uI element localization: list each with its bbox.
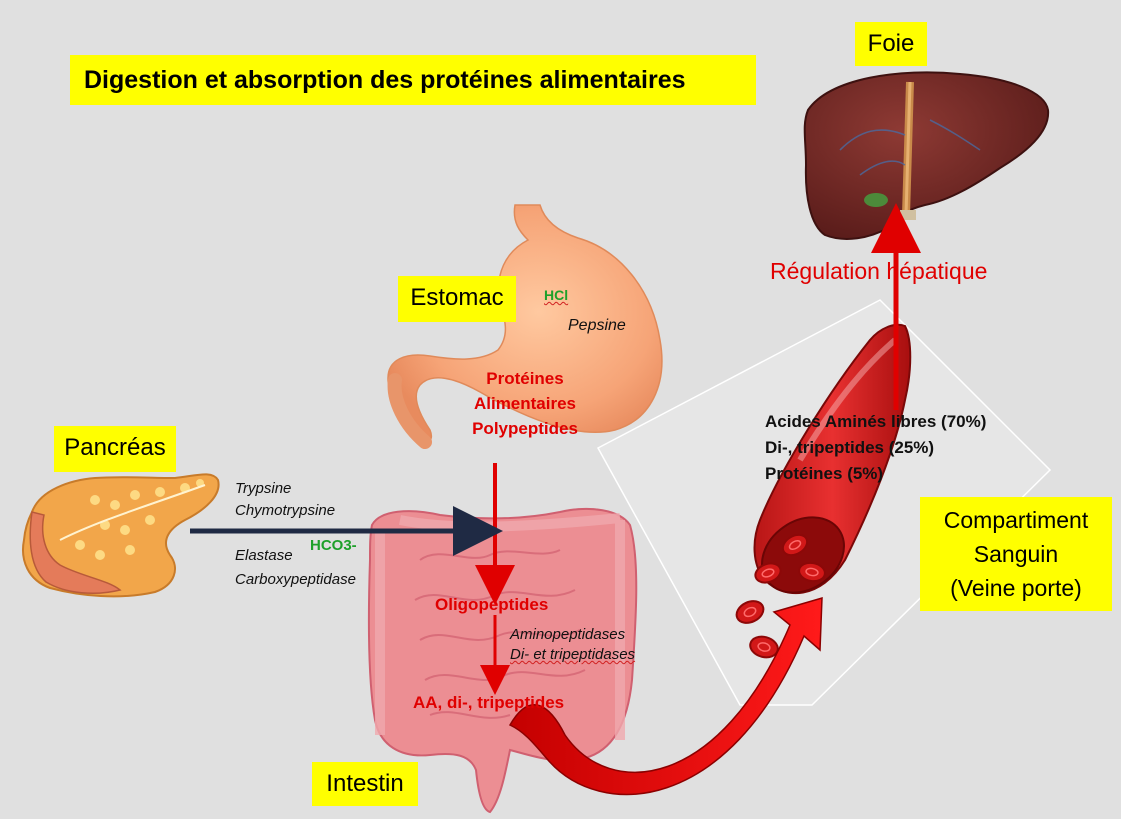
proteins-line-3: Polypeptides <box>472 419 578 438</box>
page-title: Digestion et absorption des protéines al… <box>70 55 756 105</box>
label-compartiment-sanguin: Compartiment Sanguin (Veine porte) <box>920 497 1112 611</box>
absorption-arrow <box>508 596 823 796</box>
intestine-enzymes: Aminopeptidases Di- et tripeptidases <box>510 625 635 665</box>
enzyme-chymotrypsine: Chymotrypsine <box>235 502 336 519</box>
proteins-line-1: Protéines <box>486 369 564 388</box>
compartment-line-2: Sanguin <box>973 541 1059 567</box>
pepsine-label: Pepsine <box>568 317 626 334</box>
hco3-label: HCO3- <box>310 537 357 554</box>
enzyme-aminopeptidases: Aminopeptidases <box>510 626 626 643</box>
blood-aa-libres: Acides Aminés libres (70%) <box>765 412 987 431</box>
stomach-proteins-text: Protéines Alimentaires Polypeptides <box>460 366 590 441</box>
red-blood-cells-icon <box>735 533 826 659</box>
aa-di-tripeptides-label: AA, di-, tripeptides <box>413 693 565 712</box>
blood-content-list: Acides Aminés libres (70%) Di-, tripepti… <box>765 409 986 487</box>
compartment-line-1: Compartiment <box>943 507 1089 533</box>
hcl-label: HCl <box>544 287 569 303</box>
label-foie: Foie <box>855 22 927 66</box>
liver-icon <box>803 71 1050 240</box>
pancreas-enzymes-top: Trypsine Chymotrypsine <box>235 478 335 522</box>
regulation-hepatique-label: Régulation hépatique <box>770 258 988 284</box>
blood-proteines: Protéines (5%) <box>765 464 884 483</box>
enzyme-di-tripeptidases: Di- et tripeptidases <box>510 646 636 663</box>
oligopeptides-label: Oligopeptides <box>435 595 549 614</box>
pancreas-icon <box>22 473 220 598</box>
enzyme-trypsine: Trypsine <box>235 480 292 497</box>
enzyme-carboxypeptidase: Carboxypeptidase <box>235 571 356 588</box>
blood-di-tripeptides: Di-, tripeptides (25%) <box>765 438 935 457</box>
label-pancreas: Pancréas <box>54 426 176 472</box>
compartment-line-3: (Veine porte) <box>950 575 1082 601</box>
label-intestin: Intestin <box>312 762 418 806</box>
proteins-line-2: Alimentaires <box>473 394 577 413</box>
enzyme-elastase: Elastase <box>235 547 293 564</box>
pancreas-enzymes-bottom: Elastase Carboxypeptidase <box>235 544 356 592</box>
label-estomac: Estomac <box>398 276 516 322</box>
